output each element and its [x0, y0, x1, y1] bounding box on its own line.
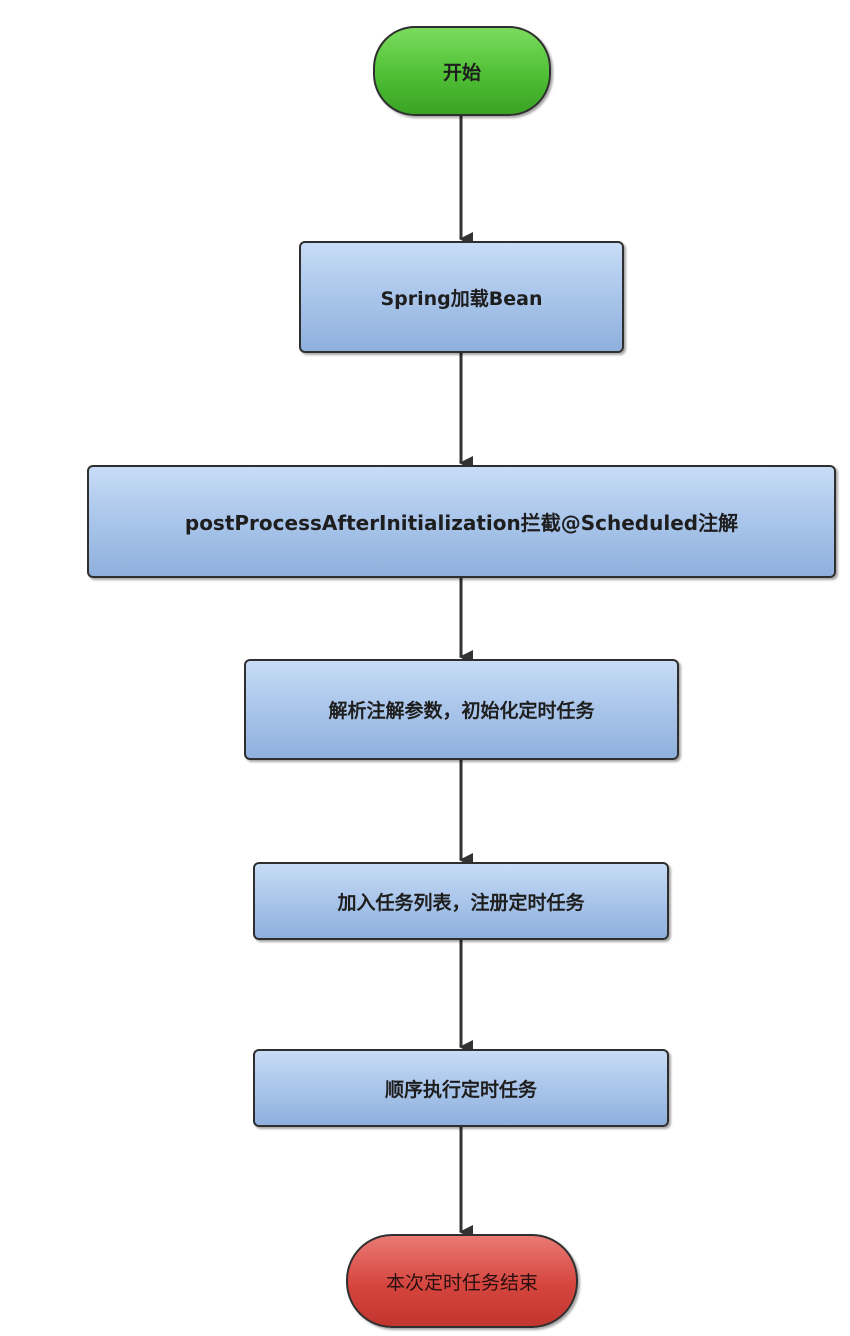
end-label: 本次定时任务结束 [385, 1271, 538, 1294]
execute-step: 顺序执行定时任务 [253, 1049, 669, 1127]
register-label: 加入任务列表，注册定时任务 [337, 891, 585, 914]
register-step: 加入任务列表，注册定时任务 [253, 862, 669, 940]
intercept-label: postProcessAfterInitialization拦截@Schedul… [184, 511, 739, 535]
execute-label: 顺序执行定时任务 [384, 1078, 537, 1101]
start-label: 开始 [442, 61, 481, 84]
load-bean-step: Spring加载Bean [299, 241, 624, 353]
start-terminal: 开始 [373, 26, 551, 116]
intercept-step: postProcessAfterInitialization拦截@Schedul… [87, 465, 836, 578]
parse-label: 解析注解参数，初始化定时任务 [328, 700, 595, 722]
end-terminal: 本次定时任务结束 [346, 1234, 578, 1328]
load-bean-label: Spring加载Bean [380, 287, 543, 310]
parse-step: 解析注解参数，初始化定时任务 [244, 659, 679, 760]
